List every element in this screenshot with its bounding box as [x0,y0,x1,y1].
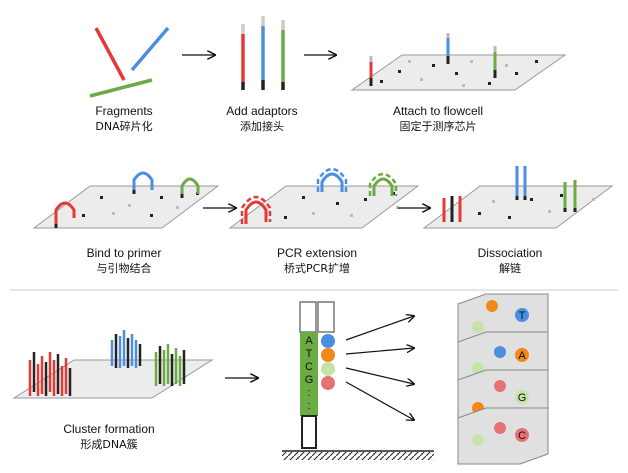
caption-zh: DNA碎片化 [95,120,153,133]
caption-cluster: Cluster formation 形成DNA簇 [54,422,164,452]
fragment-green [89,78,153,98]
caption-en: Bind to primer [86,246,162,260]
caption-en: Dissociation [477,246,543,260]
sequence-letter: A [305,335,313,347]
flowcell-attach [350,33,567,91]
fragments-figure [89,26,170,98]
caption-adaptors: Add adaptors 添加接头 [212,104,312,134]
flowcell-pcr [228,167,420,229]
image-planes: T A G C [457,293,549,465]
caption-zh: 添加接头 [240,120,284,133]
flowcell-cluster [12,330,214,399]
sequence-letter: : [307,400,310,412]
ground-hatch [282,452,434,460]
nucleotide-green [321,362,335,376]
sequence-letter: T [306,348,313,360]
sequence-letter: : [307,387,310,399]
caption-en: Attach to flowcell [392,104,484,118]
caption-zh: 形成DNA簇 [80,438,138,451]
caption-bind: Bind to primer 与引物结合 [74,246,174,276]
sequence-letter: C [305,361,313,373]
caption-en: PCR extension [276,246,358,260]
fragment-red [94,27,126,81]
nucleotide-blue [321,334,335,348]
caption-en: Cluster formation [63,422,155,436]
caption-zh: 桥式PCR扩增 [284,262,350,275]
caption-en: Fragments [95,104,153,118]
caption-fragments: Fragments DNA碎片化 [74,104,174,134]
nucleotide-orange [321,348,335,362]
adaptor-figure [241,16,285,90]
caption-attach: Attach to flowcell 固定于测序芯片 [378,104,498,134]
base-call-letter: A [518,350,526,362]
imaging-arrows [345,316,414,420]
caption-zh: 与引物结合 [96,262,152,275]
template-strand [300,332,318,416]
sequence-letter: G [305,374,314,386]
caption-pcr: PCR extension 桥式PCR扩增 [262,246,372,276]
fragment-blue [130,26,170,72]
nucleotide-red [321,376,335,390]
base-call-letter: C [518,430,526,442]
caption-dissociation: Dissociation 解链 [460,246,560,276]
caption-zh: 固定于测序芯片 [399,120,477,133]
flowcell-dissociation [422,166,614,229]
caption-en: Add adaptors [226,104,298,118]
flowcell-bind [32,171,220,229]
base-call-letter: T [519,310,526,322]
base-call-letter: G [518,392,527,404]
caption-zh: 解链 [499,262,521,275]
base-call-letters: T A G C [518,310,527,442]
